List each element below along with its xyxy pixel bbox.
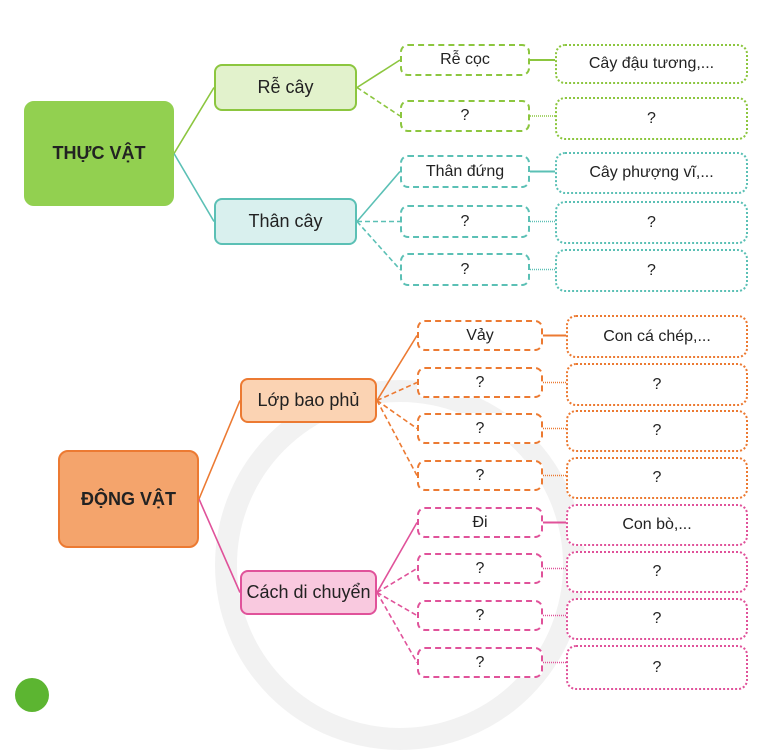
plants-example-node: ? (555, 97, 748, 140)
connector (356, 220, 401, 271)
animals-type-node: Đi (417, 507, 543, 538)
plants-example-node: ? (555, 201, 748, 244)
plants-branch-node: Rễ cây (214, 64, 357, 111)
animals-type-node: Vảy (417, 320, 543, 351)
connector (356, 59, 401, 89)
animals-example-node: ? (566, 457, 748, 499)
plants-type-node: Rễ cọc (400, 44, 530, 76)
connector (173, 153, 215, 222)
connector (376, 522, 418, 593)
animals-type-node: ? (417, 413, 543, 444)
connector (173, 87, 215, 154)
animals-example-node: Con cá chép,... (566, 315, 748, 358)
plants-type-node: ? (400, 100, 530, 132)
animals-type-node: ? (417, 460, 543, 491)
plants-example-node: Cây đậu tương,... (555, 44, 748, 84)
animals-example-node: ? (566, 551, 748, 593)
connector (376, 592, 418, 663)
animals-example-node: ? (566, 363, 748, 406)
connector (376, 400, 418, 476)
plants-example-node: Cây phượng vĩ,... (555, 152, 748, 194)
animals-example-node: ? (566, 598, 748, 640)
animals-example-node: ? (566, 645, 748, 690)
animals-type-node: ? (417, 367, 543, 398)
animals-type-node: ? (417, 553, 543, 584)
connector (356, 170, 401, 223)
animals-root-node: ĐỘNG VẬT (58, 450, 199, 548)
plants-example-node: ? (555, 249, 748, 292)
connector (198, 400, 241, 500)
plants-type-node: ? (400, 205, 530, 238)
plants-type-node: ? (400, 253, 530, 286)
connector (356, 86, 401, 117)
plants-branch-node: Thân cây (214, 198, 357, 245)
animals-type-node: ? (417, 600, 543, 631)
animals-example-node: ? (566, 410, 748, 452)
connector-lines (173, 59, 566, 664)
animals-branch-node: Lớp bao phủ (240, 378, 377, 423)
animals-example-node: Con bò,... (566, 504, 748, 546)
connector (376, 335, 418, 401)
animals-type-node: ? (417, 647, 543, 678)
animals-branch-node: Cách di chuyển (240, 570, 377, 615)
plants-type-node: Thân đứng (400, 155, 530, 188)
connector (376, 399, 418, 430)
connector (376, 381, 418, 402)
plants-root-node: THỰC VẬT (24, 101, 174, 206)
connector (198, 498, 241, 593)
